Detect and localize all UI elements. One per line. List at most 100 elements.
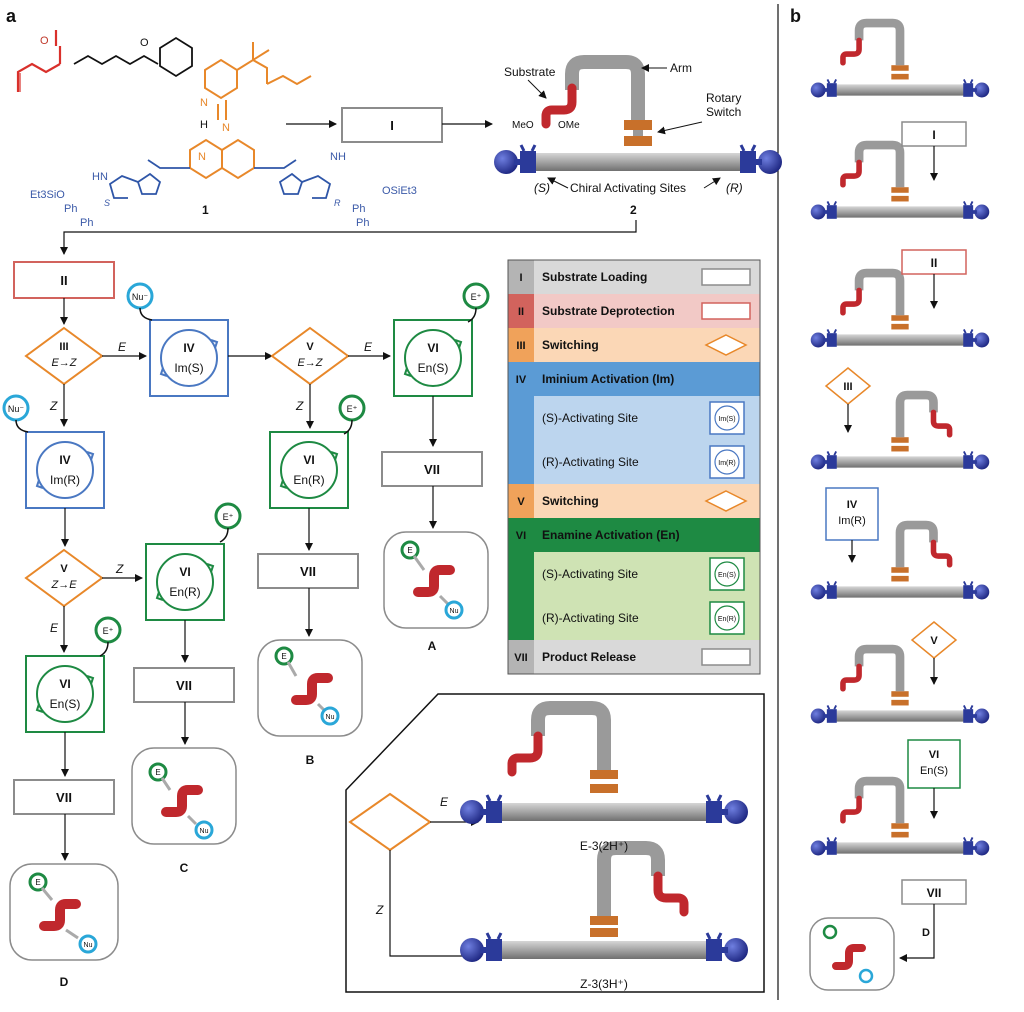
machine-2 [492, 55, 784, 176]
arrow-2-to-II [60, 220, 637, 255]
rotary-arrow [657, 121, 703, 135]
product-A-e: E [407, 546, 412, 555]
legend-num: I [519, 272, 522, 284]
legend-small-label: Im(S) [718, 416, 735, 423]
step-V-top-ez: E→Z [297, 357, 323, 369]
left-siloxy-label: Et3SiO [30, 189, 65, 201]
step-I-box-top [341, 107, 443, 143]
b-im-r-num: IV [847, 499, 858, 511]
e-plus-B: E⁺ [347, 404, 358, 414]
e-plus-C: E⁺ [223, 512, 234, 522]
step-V-left-label: V [60, 563, 68, 575]
panel-b-machine [809, 140, 991, 221]
e-plus-A: E⁺ [471, 292, 482, 302]
step-VII-C-label: VII [176, 678, 192, 693]
en-r-node-B [269, 394, 366, 509]
product-B [257, 639, 363, 737]
legend-border [507, 259, 761, 675]
im-s-node-top [126, 282, 229, 397]
left-s-stereo: S [104, 198, 110, 208]
label-V-top-E: E [364, 340, 373, 354]
rotary-label-2: Switch [706, 105, 741, 119]
legend-small-label: Im(R) [718, 460, 736, 467]
b-step-VII [901, 879, 967, 905]
chiral-sites-label: Chiral Activating Sites [570, 181, 686, 195]
label-III-Z: Z [49, 399, 58, 413]
legend-label: Iminium Activation (Im) [542, 372, 674, 386]
left-ph-2: Ph [80, 217, 93, 229]
ester-o-label: O [40, 35, 49, 47]
ether-o-label: O [140, 37, 149, 49]
step-VII-box-C [133, 667, 235, 703]
product-D [9, 863, 119, 961]
en-r-B-num: VI [303, 453, 314, 467]
inset-E-label: E [440, 795, 449, 809]
step-V-left-ze: Z→E [50, 579, 77, 591]
right-ph-1: Ph [352, 203, 365, 215]
product-C [131, 747, 237, 845]
step-VII-D-label: VII [56, 790, 72, 805]
step-V-diamond-left [24, 548, 104, 608]
inset-Z3-label: Z-3(3H⁺) [580, 977, 628, 991]
rotary-label-1: Rotary [706, 91, 741, 105]
en-s-node-A [393, 282, 490, 397]
legend-num: VI [516, 530, 526, 542]
product-B-e: E [281, 652, 286, 661]
product-D-e: E [35, 878, 40, 887]
inset-Z-label: Z [375, 903, 384, 917]
legend-shape-rect [701, 648, 751, 666]
substrate-label: Substrate [504, 65, 556, 79]
legend-label: Switching [542, 338, 599, 352]
b-im-r-node [825, 487, 879, 541]
right-siloxy-label: OSiEt3 [382, 185, 417, 197]
legend-shape-en-s [709, 557, 745, 591]
b-step-II-label: II [931, 256, 938, 270]
compound-1-label: 1 [202, 203, 209, 217]
compound-2-label: 2 [630, 203, 637, 217]
im-s-top-num: IV [183, 341, 194, 355]
im-r-num: IV [59, 453, 70, 467]
panel-b-machine [809, 776, 991, 857]
product-A-nu: Nu [450, 608, 459, 615]
arm-label: Arm [670, 61, 692, 75]
legend-num: V [517, 496, 525, 508]
chiral-arrow-right [703, 177, 721, 189]
panel-b-machine [809, 268, 991, 349]
e-plus-D: E⁺ [103, 626, 114, 636]
en-r-C-num: VI [179, 565, 190, 579]
right-nh-label: NH [330, 151, 346, 163]
step-II-box [13, 261, 115, 299]
quinoline-n-label: N [198, 151, 206, 163]
nu-minus-top: Nu⁻ [132, 292, 149, 302]
legend-label: (R)-Activating Site [542, 455, 639, 469]
step-VII-box-A [381, 451, 483, 487]
product-B-nu: Nu [326, 714, 335, 721]
en-s-A-label: En(S) [418, 361, 449, 375]
label-V-left-E: E [50, 621, 59, 635]
en-r-B-label: En(R) [293, 473, 324, 487]
substrate-arrow [527, 79, 547, 99]
legend-label: Switching [542, 494, 599, 508]
product-A-label: A [428, 639, 437, 653]
im-r-label: Im(R) [50, 473, 80, 487]
legend-label: Product Release [542, 650, 636, 664]
ez-inset [345, 693, 765, 993]
step-III-diamond [24, 326, 104, 386]
b-product-D-label: D [922, 927, 930, 939]
b-en-s-label: En(S) [920, 765, 948, 777]
product-D-label: D [60, 975, 69, 989]
b-step-I-label: I [932, 128, 935, 142]
b-step-VII-label: VII [927, 886, 942, 900]
legend-row: (R)-Activating Site Im(R) [508, 440, 760, 484]
step-VII-A-label: VII [424, 462, 440, 477]
label-V-top-Z: Z [295, 399, 304, 413]
label-V-left-Z: Z [115, 562, 124, 576]
step-II-label: II [60, 273, 67, 288]
